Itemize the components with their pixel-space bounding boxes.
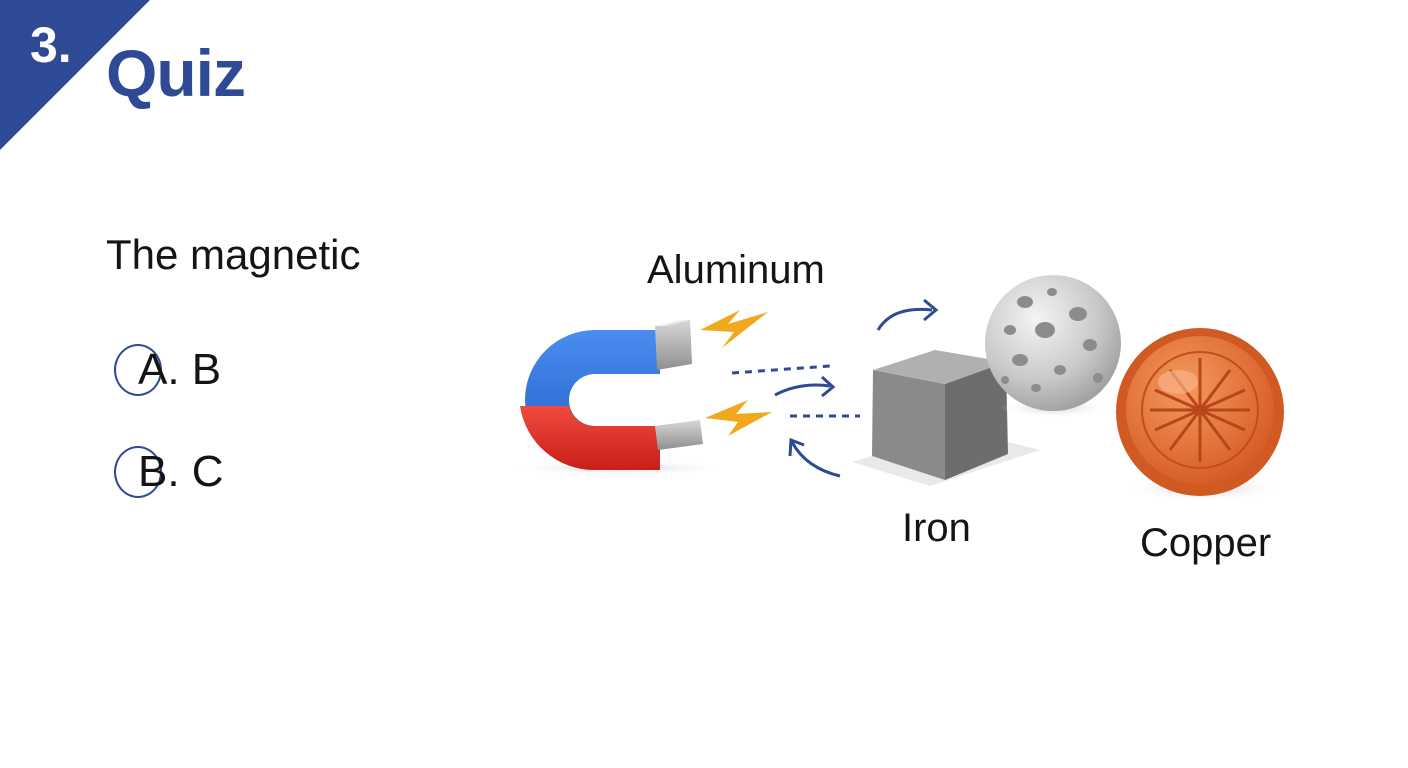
section-number: 3.: [30, 17, 72, 73]
label-iron: Iron: [902, 506, 971, 550]
arrow-icon: [774, 298, 939, 478]
label-aluminum: Aluminum: [647, 248, 825, 292]
radio-circle-a[interactable]: [114, 344, 162, 396]
radio-circle-b[interactable]: [114, 446, 162, 498]
answer-option-b[interactable]: B. C: [114, 446, 254, 506]
option-label-a: A. B: [138, 345, 222, 394]
aluminum-ball-icon: [985, 275, 1121, 418]
label-copper: Copper: [1140, 521, 1272, 565]
spark-icon: [700, 310, 772, 436]
question-text: The magnetic: [106, 231, 361, 278]
magnet-illustration: Aluminum Iron Copper: [500, 230, 1320, 590]
answer-option-a[interactable]: A. B: [114, 344, 254, 404]
field-lines: [731, 364, 860, 418]
illustration-graphic: [510, 275, 1285, 502]
page-title: Quiz: [106, 36, 246, 110]
option-label-b: B. C: [138, 447, 224, 496]
iron-cube-icon: [852, 350, 1040, 486]
horseshoe-magnet-icon: [520, 320, 703, 471]
copper-coin-icon: [1116, 328, 1285, 502]
corner-badge: [0, 0, 150, 150]
